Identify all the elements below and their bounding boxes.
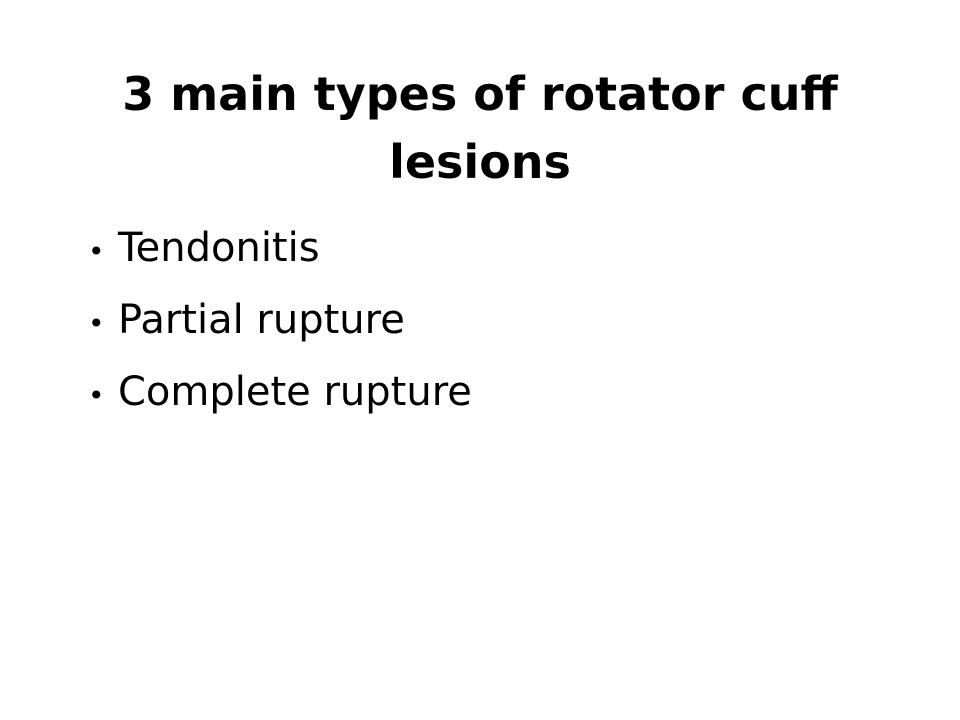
bullet-icon: • bbox=[88, 307, 105, 340]
list-item: • Tendonitis bbox=[88, 216, 472, 288]
bullet-icon: • bbox=[88, 379, 105, 412]
bullet-text: Partial rupture bbox=[118, 297, 405, 343]
bullet-icon: • bbox=[88, 235, 105, 268]
slide-title: 3 main types of rotator cuff lesions bbox=[122, 67, 838, 189]
bullet-text: Tendonitis bbox=[118, 225, 320, 271]
list-item: • Partial rupture bbox=[88, 288, 472, 360]
list-item: • Complete rupture bbox=[88, 360, 472, 432]
bullet-text: Complete rupture bbox=[118, 369, 472, 415]
bullet-list: • Tendonitis • Partial rupture • Complet… bbox=[88, 216, 472, 432]
